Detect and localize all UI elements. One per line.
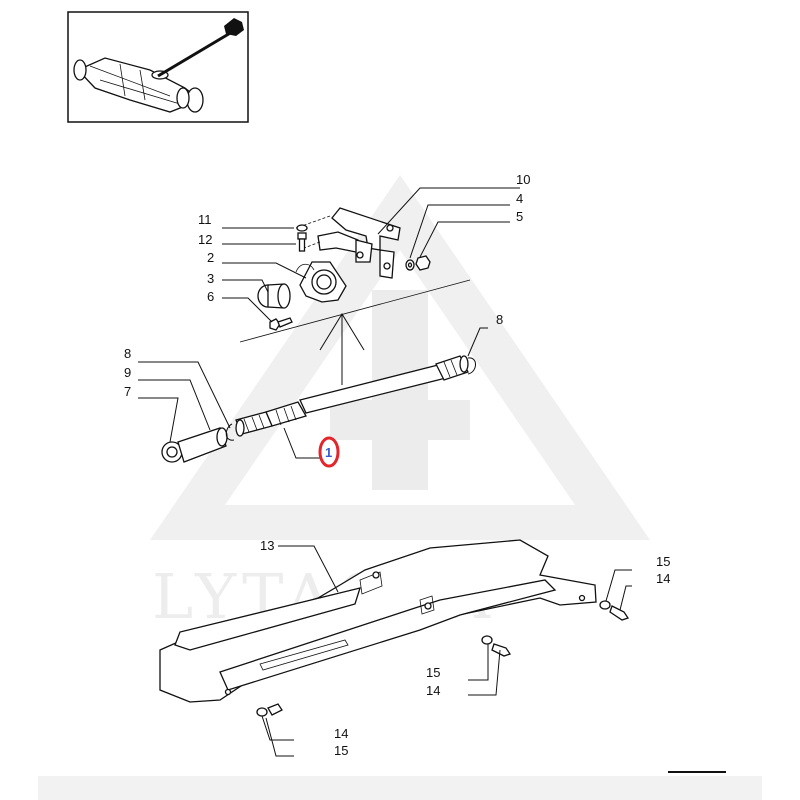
part-15-washer-right[interactable]: [599, 600, 611, 610]
pointer-tip-icon: [224, 18, 244, 36]
callout-1[interactable]: 1: [325, 445, 332, 460]
callout-8-left[interactable]: 8: [124, 346, 131, 361]
pointer-line: [157, 30, 233, 78]
part-14-bolt-mid[interactable]: [491, 643, 512, 657]
part-13-support-plate[interactable]: [159, 539, 597, 703]
part-11-washer[interactable]: [296, 224, 308, 232]
callout-15-right[interactable]: 15: [656, 554, 670, 569]
part-5-nut[interactable]: [415, 255, 431, 271]
highlight-ring: [318, 436, 340, 468]
callout-4[interactable]: 4: [516, 191, 523, 206]
axle-thumbnail: [73, 57, 204, 113]
part-12-screw[interactable]: [297, 232, 307, 252]
callout-6[interactable]: 6: [207, 289, 214, 304]
part-8-circlip-right[interactable]: [467, 357, 476, 375]
part-2-flange[interactable]: [295, 261, 347, 303]
callout-14-right[interactable]: 14: [656, 571, 670, 586]
callout-14-left[interactable]: 14: [334, 726, 348, 741]
part-8-circlip-left[interactable]: [225, 423, 235, 441]
callout-7[interactable]: 7: [124, 384, 131, 399]
callout-13[interactable]: 13: [260, 538, 274, 553]
callout-11[interactable]: 11: [198, 212, 212, 227]
callout-5[interactable]: 5: [516, 209, 523, 224]
part-15-washer-left[interactable]: [256, 707, 268, 717]
part-6-bolt[interactable]: [269, 317, 293, 331]
callout-14-mid[interactable]: 14: [426, 683, 440, 698]
part-10-bracket[interactable]: [295, 207, 401, 279]
part-3-bushing[interactable]: [257, 283, 291, 309]
callout-15-mid[interactable]: 15: [426, 665, 440, 680]
callout-12[interactable]: 12: [198, 232, 212, 247]
part-14-bolt-right[interactable]: [609, 605, 630, 621]
callout-8-right[interactable]: 8: [496, 312, 503, 327]
footer-strip: [38, 776, 762, 800]
part-9-sleeve[interactable]: [177, 427, 228, 463]
part-14-bolt-left[interactable]: [267, 703, 283, 716]
footer-rule: [668, 771, 726, 773]
thumbnail-assembly[interactable]: [67, 11, 249, 123]
callout-10[interactable]: 10: [516, 172, 530, 187]
part-15-washer-mid[interactable]: [481, 635, 493, 645]
callout-9[interactable]: 9: [124, 365, 131, 380]
callout-2[interactable]: 2: [207, 250, 214, 265]
leader-lines: [138, 187, 632, 757]
part-4-washer[interactable]: [405, 259, 415, 271]
callout-3[interactable]: 3: [207, 271, 214, 286]
callout-15-left[interactable]: 15: [334, 743, 348, 758]
part-1-shaft[interactable]: [235, 355, 469, 437]
callout-labels: 1 2 3 4 5 6 7 8 8 9 10 11 12 13 15 14 15…: [124, 172, 670, 758]
